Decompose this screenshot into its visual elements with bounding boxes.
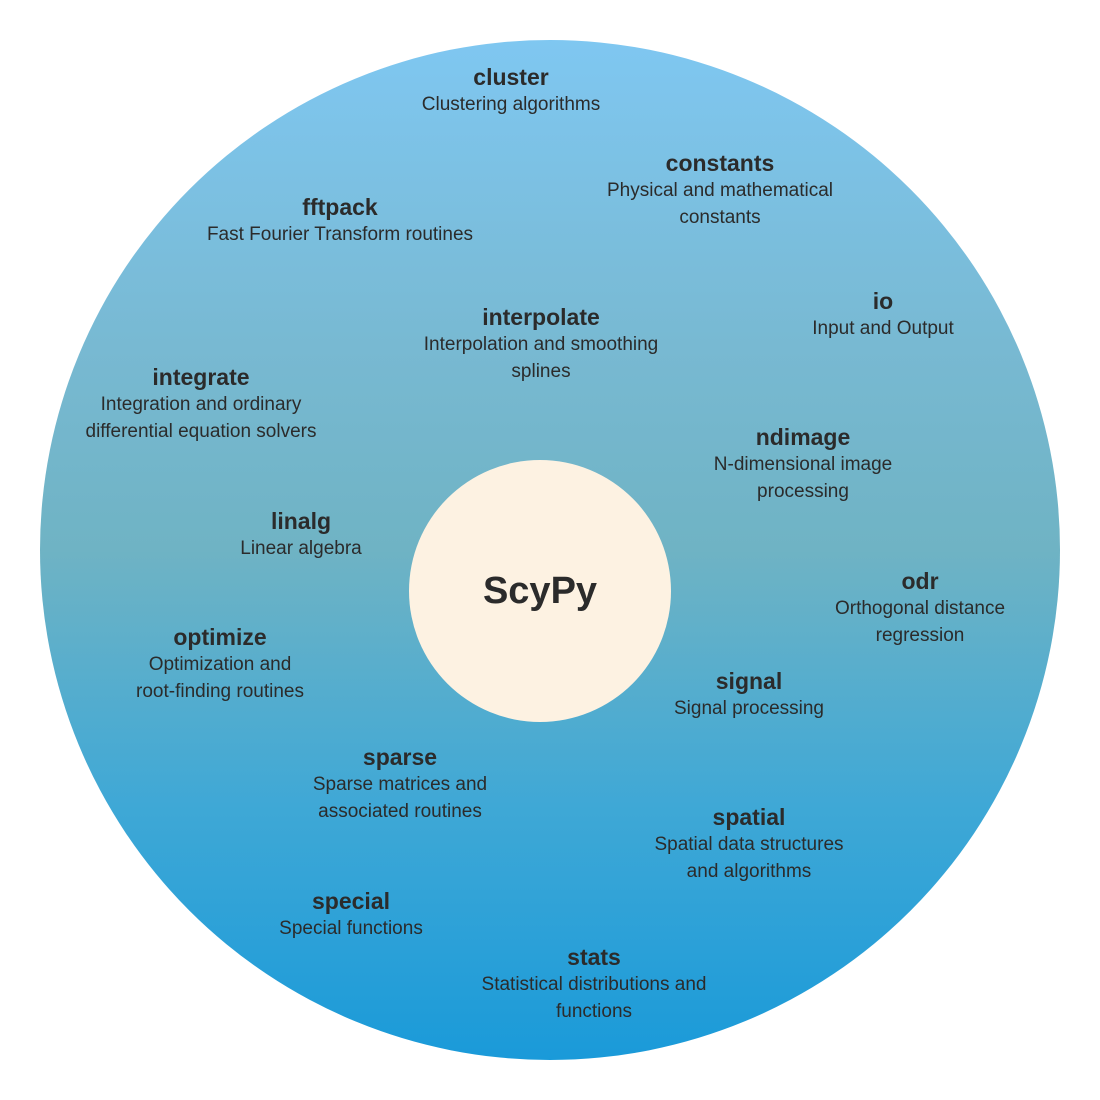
module-description: Sparse matrices and associated routines bbox=[312, 774, 488, 822]
module-description: Physical and mathematical constants bbox=[607, 180, 833, 228]
module-name: io bbox=[872, 288, 894, 314]
module-description: Spatial data structures and algorithms bbox=[654, 834, 844, 882]
module-interpolate: interpolate Interpolation and smoothing … bbox=[424, 303, 659, 385]
module-name: interpolate bbox=[482, 304, 600, 330]
module-name: optimize bbox=[173, 624, 267, 650]
module-description: Input and Output bbox=[812, 318, 954, 339]
module-name: integrate bbox=[152, 364, 250, 390]
module-name: ndimage bbox=[755, 424, 851, 450]
module-description: Special functions bbox=[279, 918, 423, 939]
module-stats: stats Statistical distributions and func… bbox=[482, 943, 707, 1025]
module-linalg: linalg Linear algebra bbox=[240, 507, 361, 562]
module-optimize: optimize Optimization and root-finding r… bbox=[136, 623, 304, 705]
module-description: Interpolation and smoothing splines bbox=[423, 334, 659, 382]
module-name: linalg bbox=[270, 508, 332, 534]
center-circle: ScyPy bbox=[409, 460, 671, 722]
module-name: signal bbox=[715, 668, 783, 694]
module-constants: constants Physical and mathematical cons… bbox=[607, 149, 833, 231]
module-description: Fast Fourier Transform routines bbox=[206, 224, 474, 245]
module-name: spatial bbox=[712, 804, 786, 830]
module-name: sparse bbox=[362, 744, 438, 770]
module-name: cluster bbox=[473, 64, 549, 90]
module-name: special bbox=[312, 888, 390, 914]
module-name: odr bbox=[901, 568, 939, 594]
module-description: Integration and ordinary differential eq… bbox=[85, 394, 317, 442]
module-ndimage: ndimage N-dimensional image processing bbox=[714, 423, 892, 505]
module-sparse: sparse Sparse matrices and associated ro… bbox=[313, 743, 487, 825]
module-description: Statistical distributions and functions bbox=[481, 974, 707, 1022]
center-title: ScyPy bbox=[482, 569, 598, 612]
module-odr: odr Orthogonal distance regression bbox=[835, 567, 1005, 649]
module-signal: signal Signal processing bbox=[674, 667, 824, 722]
module-fftpack: fftpack Fast Fourier Transform routines bbox=[207, 193, 473, 248]
module-name: constants bbox=[665, 150, 775, 176]
module-name: stats bbox=[567, 944, 621, 970]
module-description: Optimization and root-finding routines bbox=[136, 654, 304, 702]
module-name: fftpack bbox=[302, 194, 378, 220]
module-description: Linear algebra bbox=[240, 538, 362, 559]
module-special: special Special functions bbox=[279, 887, 423, 942]
module-description: Signal processing bbox=[674, 698, 824, 719]
module-description: Orthogonal distance regression bbox=[834, 598, 1006, 646]
module-description: N-dimensional image processing bbox=[713, 454, 893, 502]
module-integrate: integrate Integration and ordinary diffe… bbox=[86, 363, 317, 445]
module-io: io Input and Output bbox=[812, 287, 954, 342]
module-spatial: spatial Spatial data structures and algo… bbox=[654, 803, 843, 885]
module-description: Clustering algorithms bbox=[421, 94, 601, 115]
module-cluster: cluster Clustering algorithms bbox=[422, 63, 600, 118]
